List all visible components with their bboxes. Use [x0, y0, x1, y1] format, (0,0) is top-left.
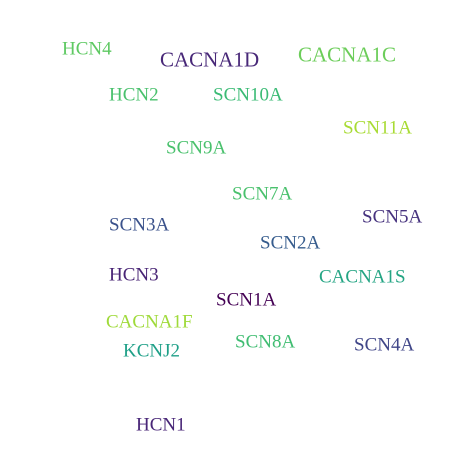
- word-scn5a: SCN5A: [362, 206, 423, 228]
- word-hcn3: HCN3: [109, 264, 159, 286]
- word-scn8a: SCN8A: [235, 331, 296, 353]
- word-hcn4: HCN4: [62, 38, 112, 60]
- word-cacna1f: CACNA1F: [106, 311, 193, 333]
- word-scn1a: SCN1A: [216, 289, 277, 311]
- word-scn3a: SCN3A: [109, 214, 170, 236]
- word-scn4a: SCN4A: [354, 334, 415, 356]
- word-scn7a: SCN7A: [232, 183, 293, 205]
- word-cacna1c: CACNA1C: [298, 42, 397, 67]
- word-kcnj2: KCNJ2: [123, 340, 181, 362]
- word-hcn1: HCN1: [136, 414, 186, 436]
- word-cacna1d: CACNA1D: [160, 47, 260, 72]
- word-scn10a: SCN10A: [213, 84, 283, 106]
- word-scn2a: SCN2A: [260, 232, 321, 254]
- word-scn11a: SCN11A: [343, 117, 412, 139]
- word-scn9a: SCN9A: [166, 137, 227, 159]
- word-hcn2: HCN2: [109, 84, 159, 106]
- word-cacna1s: CACNA1S: [319, 266, 406, 288]
